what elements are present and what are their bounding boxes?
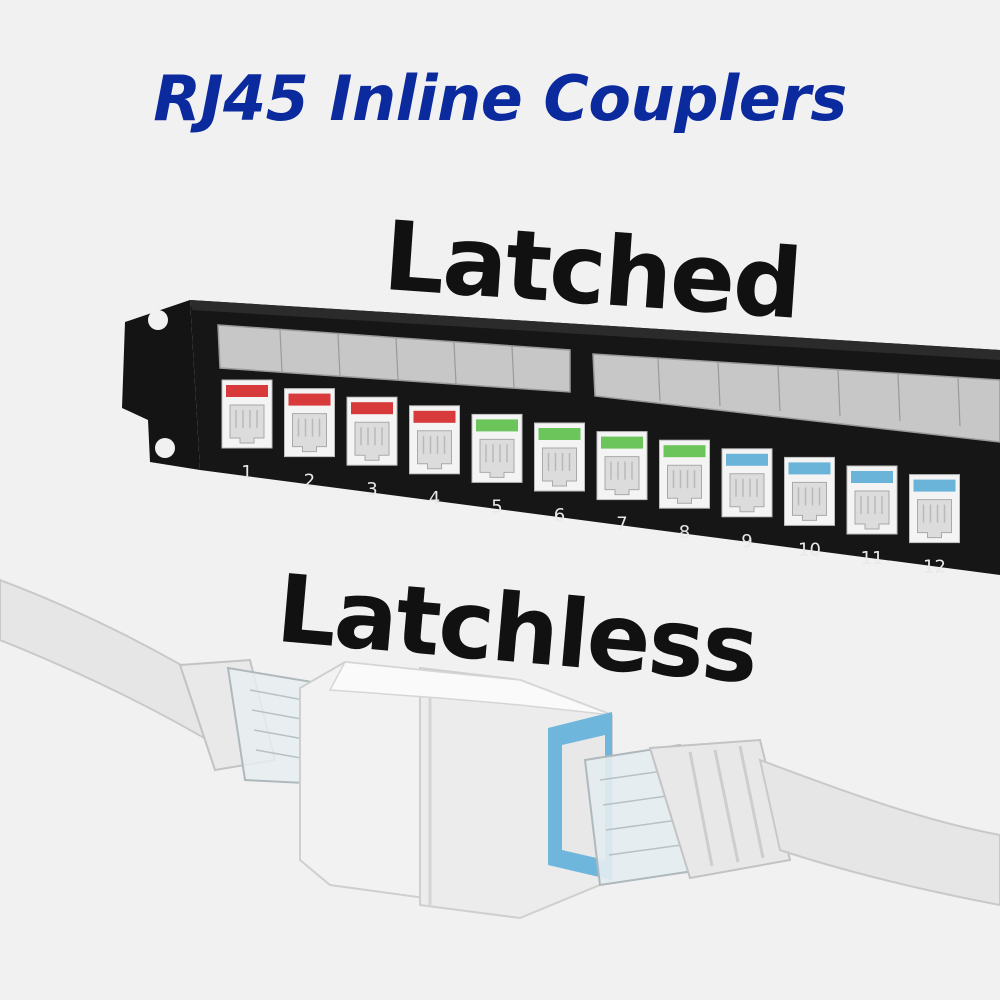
page-title: RJ45 Inline Couplers <box>153 62 847 135</box>
port-color-tab <box>663 445 706 458</box>
port-number: 3 <box>366 479 377 500</box>
cable-assembly <box>0 578 1000 920</box>
port-opening <box>604 456 640 496</box>
port-opening <box>854 490 890 530</box>
port-number: 12 <box>923 557 946 578</box>
port-opening <box>729 473 765 513</box>
port-opening <box>229 404 265 444</box>
port-2: 2 <box>284 388 335 492</box>
port-color-tab <box>851 471 893 483</box>
port-color-tab <box>476 419 518 432</box>
port-color-tab <box>226 385 268 397</box>
port-opening <box>917 499 952 539</box>
port-number: 5 <box>491 496 502 517</box>
port-number: 7 <box>616 514 627 535</box>
right-boot <box>648 738 792 880</box>
port-4: 4 <box>409 405 460 509</box>
mounting-hole-top <box>148 310 168 330</box>
port-9: 9 <box>721 448 773 552</box>
port-1: 1 <box>221 379 273 483</box>
port-color-tab <box>288 393 331 406</box>
port-color-tab <box>413 410 456 423</box>
port-12: 12 <box>909 474 960 578</box>
port-color-tab <box>601 436 643 449</box>
panel-top-edge <box>190 300 1000 360</box>
port-number: 8 <box>679 522 690 543</box>
port-opening <box>417 430 452 470</box>
port-color-tab <box>351 402 393 415</box>
port-3: 3 <box>346 396 398 500</box>
port-10: 10 <box>784 456 835 560</box>
port-color-tab <box>726 453 768 466</box>
port-opening <box>792 481 827 521</box>
port-number: 6 <box>554 505 565 526</box>
right-cable <box>758 758 1000 907</box>
port-6: 6 <box>534 422 585 526</box>
port-number: 10 <box>798 539 821 560</box>
port-5: 5 <box>471 413 523 517</box>
mounting-ear <box>122 300 200 470</box>
port-opening <box>292 413 327 453</box>
port-opening <box>354 421 390 461</box>
mounting-hole-bottom <box>155 438 175 458</box>
port-11: 11 <box>846 465 898 569</box>
port-number: 9 <box>741 531 752 552</box>
port-8: 8 <box>659 439 710 543</box>
port-color-tab <box>913 479 956 492</box>
port-7: 7 <box>596 431 648 535</box>
port-number: 11 <box>861 548 884 569</box>
port-opening <box>667 464 702 504</box>
label-strip-left <box>217 324 571 393</box>
port-opening <box>479 438 515 478</box>
port-opening <box>542 447 577 487</box>
port-color-tab <box>788 462 831 475</box>
port-number: 2 <box>304 471 315 492</box>
port-color-tab <box>538 428 581 440</box>
port-number: 1 <box>241 462 252 483</box>
port-number: 4 <box>429 488 440 509</box>
coupler-top-face <box>328 661 613 716</box>
